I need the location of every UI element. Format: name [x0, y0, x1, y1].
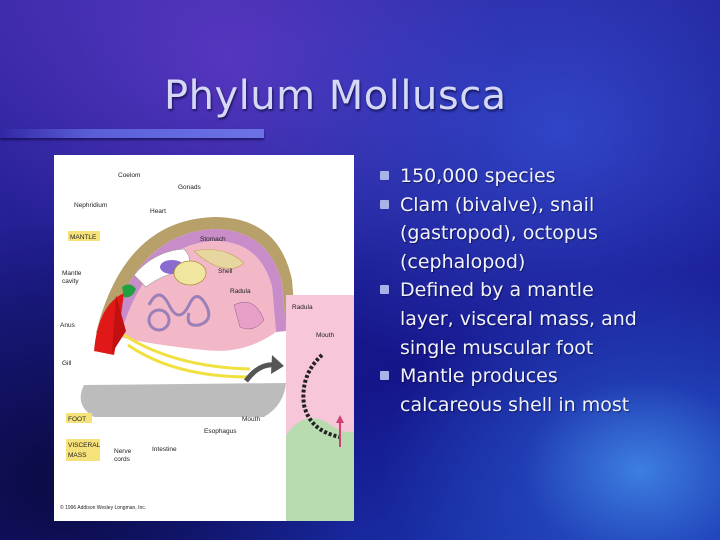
- label-mantle: MANTLE: [70, 234, 97, 241]
- label-mantle-cavity-2: cavity: [62, 278, 79, 285]
- label-foot: FOOT: [68, 416, 86, 423]
- label-esophagus: Esophagus: [204, 428, 237, 435]
- label-copyright: © 1996 Addison Wesley Longman, Inc.: [60, 504, 146, 511]
- label-radula: Radula: [230, 288, 251, 295]
- slide-title: Phylum Mollusca: [164, 73, 507, 119]
- label-stomach: Stomach: [200, 236, 226, 243]
- bullet-list: 150,000 species Clam (bivalve), snail (g…: [380, 162, 700, 419]
- label-nerve-cords-1: Nerve: [114, 448, 132, 455]
- label-nephridium: Nephridium: [74, 202, 107, 209]
- label-heart: Heart: [150, 208, 166, 215]
- bullet-item: Mantle produces calcareous shell in most: [380, 362, 700, 419]
- label-mouth: Mouth: [242, 416, 260, 423]
- square-bullet-icon: [380, 285, 389, 295]
- gonads-shape: [193, 249, 245, 269]
- square-bullet-icon: [380, 199, 389, 209]
- bullet-item: Clam (bivalve), snail (gastropod), octop…: [380, 191, 700, 277]
- label-anus: Anus: [60, 322, 76, 329]
- nerve-cords: [123, 333, 251, 371]
- foot-shape: [80, 383, 287, 417]
- label-radula-zoom: Radula: [292, 304, 313, 311]
- label-intestine: Intestine: [152, 446, 177, 453]
- intestine-coils: [147, 293, 211, 327]
- radula-shape: [233, 301, 265, 330]
- bullet-text-line: single muscular foot: [400, 336, 594, 359]
- stomach-shape: [173, 260, 207, 286]
- bullet-text-line: (cephalopod): [400, 250, 526, 273]
- bullet-text-line: (gastropod), octopus: [400, 222, 598, 245]
- label-mouth-zoom: Mouth: [316, 332, 334, 339]
- square-bullet-icon: [380, 371, 389, 381]
- nephridium-shape: [122, 284, 136, 298]
- bullet-item: 150,000 species: [380, 162, 700, 191]
- bullet-text-line: calcareous shell in most: [400, 393, 630, 416]
- label-mantle-cavity-1: Mantle: [62, 270, 82, 277]
- bullet-text-line: Mantle produces: [400, 365, 558, 388]
- label-gonads: Gonads: [178, 184, 202, 191]
- label-visceral-mass-2: MASS: [68, 452, 87, 459]
- label-nerve-cords-2: cords: [114, 456, 131, 463]
- zoom-foot-shape: [286, 418, 354, 521]
- label-visceral-mass-1: VISCERAL: [68, 442, 101, 449]
- label-coelom: Coelom: [118, 172, 140, 179]
- mollusc-anatomy-diagram: Coelom Gonads Nephridium Heart MANTLE St…: [54, 155, 354, 521]
- label-shell: Shell: [218, 268, 233, 275]
- shell-shape: [96, 217, 296, 335]
- bullet-text-line: 150,000 species: [400, 165, 556, 187]
- square-bullet-icon: [380, 171, 389, 180]
- bullet-item: Defined by a mantle layer, visceral mass…: [380, 276, 700, 362]
- bullet-text-line: Defined by a mantle: [400, 279, 594, 302]
- mantle-shape: [108, 229, 286, 337]
- bullet-text-line: Clam (bivalve), snail: [400, 193, 595, 216]
- bullet-text-line: layer, visceral mass, and: [400, 307, 637, 330]
- mollusc-anatomy-svg: Coelom Gonads Nephridium Heart MANTLE St…: [60, 172, 354, 521]
- label-gill: Gill: [62, 360, 72, 367]
- title-underline-bar: [0, 129, 264, 138]
- zoom-radula-teeth: [301, 353, 341, 439]
